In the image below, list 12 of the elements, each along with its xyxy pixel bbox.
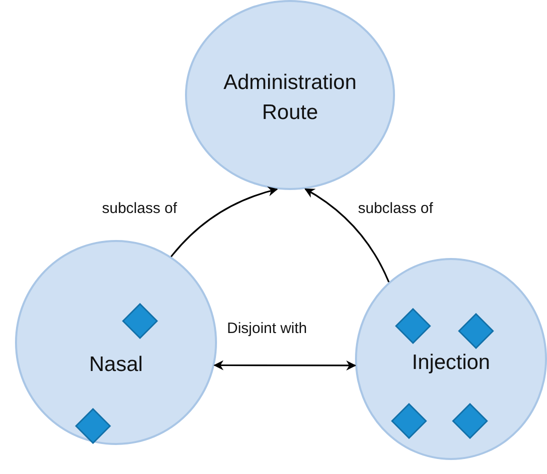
instance-diamond <box>458 313 494 349</box>
class-label: Nasal <box>88 352 144 378</box>
instance-diamond <box>391 403 427 439</box>
class-label: Injection <box>410 350 492 376</box>
instance-diamond <box>452 403 488 439</box>
arrow <box>304 188 390 282</box>
instance-diamond <box>75 408 111 444</box>
arrow <box>213 360 356 370</box>
instance-diamond <box>395 308 431 344</box>
arrow <box>170 186 278 258</box>
instance-diamond <box>122 303 158 339</box>
class-label: Administration Route <box>222 70 358 126</box>
